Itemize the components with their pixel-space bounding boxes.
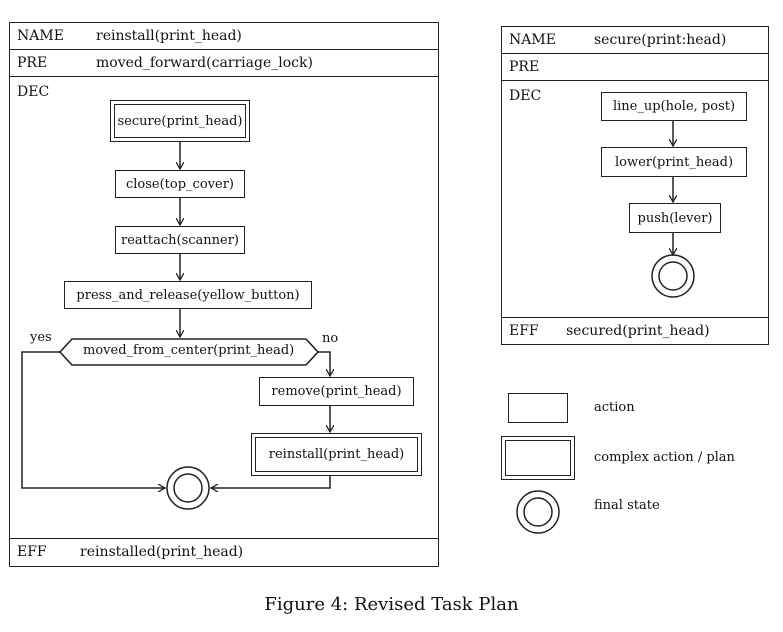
legend-final-outer xyxy=(516,490,560,534)
left-eff-value: reinstalled(print_head) xyxy=(80,544,244,560)
legend-final-label: final state xyxy=(594,498,660,513)
node-press-action: press_and_release(yellow_button) xyxy=(64,281,312,309)
node-close-action: close(top_cover) xyxy=(115,170,245,198)
legend-action-box xyxy=(508,393,568,423)
branch-yes-label: yes xyxy=(30,330,52,345)
legend-complex-box xyxy=(501,436,575,480)
branch-no-label: no xyxy=(322,331,339,346)
left-name-label: NAME xyxy=(17,28,64,44)
left-name-row: NAME reinstall(print_head) xyxy=(10,23,438,50)
legend-action-label: action xyxy=(594,400,635,415)
node-remove-action: remove(print_head) xyxy=(259,377,414,406)
node-lineup-action: line_up(hole, post) xyxy=(601,92,747,121)
right-eff-value: secured(print_head) xyxy=(566,323,710,339)
left-eff-row: EFF reinstalled(print_head) xyxy=(10,538,438,567)
right-plan-panel: NAME secure(print:head) PRE DEC EFF secu… xyxy=(501,26,769,345)
decision-label: moved_from_center(print_head) xyxy=(83,343,295,358)
node-secure-plan: secure(print_head) xyxy=(110,100,250,142)
node-reinstall-plan: reinstall(print_head) xyxy=(251,433,422,476)
right-final-inner xyxy=(658,261,688,291)
node-lower-action: lower(print_head) xyxy=(601,147,747,177)
right-pre-label: PRE xyxy=(509,59,540,75)
left-dec-label: DEC xyxy=(17,84,50,100)
right-name-row: NAME secure(print:head) xyxy=(502,27,768,54)
node-secure-label: secure(print_head) xyxy=(114,104,246,138)
legend-final-inner xyxy=(523,497,553,527)
right-eff-row: EFF secured(print_head) xyxy=(502,317,768,345)
left-final-outer xyxy=(166,466,210,510)
left-pre-label: PRE xyxy=(17,55,48,71)
right-final-outer xyxy=(651,254,695,298)
right-eff-label: EFF xyxy=(509,323,539,339)
left-name-value: reinstall(print_head) xyxy=(96,28,242,44)
right-dec-label: DEC xyxy=(509,88,542,104)
left-pre-value: moved_forward(carriage_lock) xyxy=(96,55,313,71)
edge-no xyxy=(318,351,330,376)
right-name-label: NAME xyxy=(509,32,556,48)
legend-complex-inner xyxy=(505,440,571,476)
edge-yes xyxy=(21,351,165,488)
right-name-value: secure(print:head) xyxy=(594,32,727,48)
left-plan-panel: NAME reinstall(print_head) PRE moved_for… xyxy=(9,22,439,567)
node-push-action: push(lever) xyxy=(629,203,721,233)
edge-reinstall-final xyxy=(211,476,331,488)
figure-caption: Figure 4: Revised Task Plan xyxy=(264,594,519,615)
right-pre-row: PRE xyxy=(502,54,768,81)
left-pre-row: PRE moved_forward(carriage_lock) xyxy=(10,50,438,77)
left-final-inner xyxy=(173,473,203,503)
left-eff-label: EFF xyxy=(17,544,47,560)
legend-complex-label: complex action / plan xyxy=(594,450,735,465)
node-reattach-action: reattach(scanner) xyxy=(115,226,245,254)
node-reinstall-label: reinstall(print_head) xyxy=(255,437,418,472)
